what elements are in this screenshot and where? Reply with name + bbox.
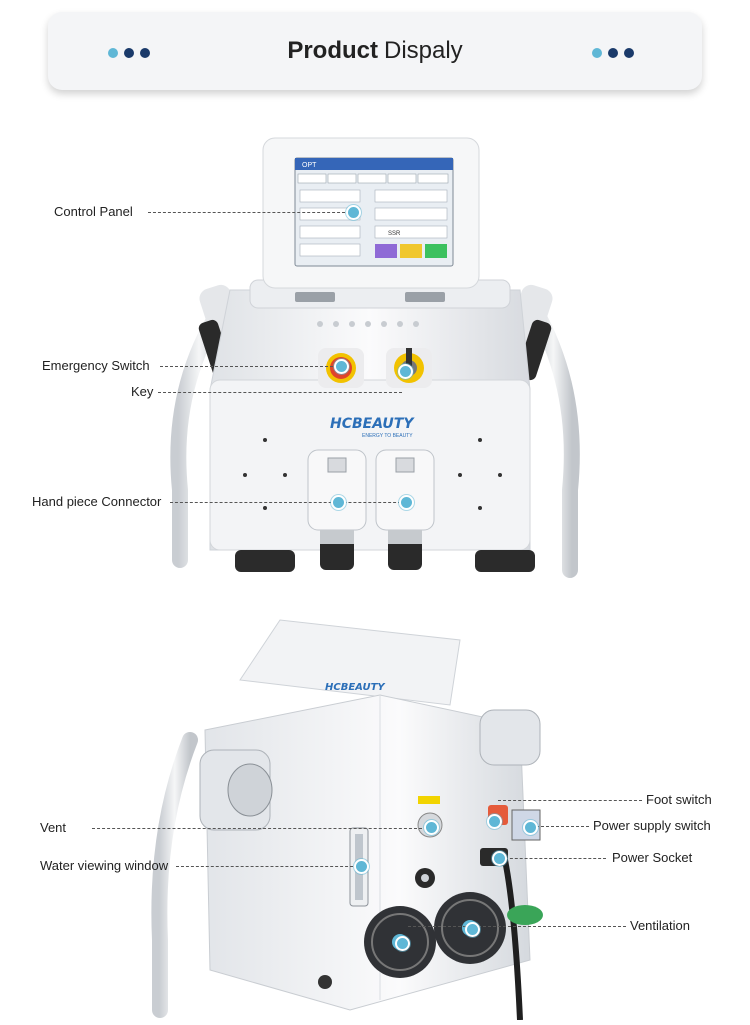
- callout-vent: Vent: [40, 820, 67, 835]
- callout-power-socket: Power Socket: [612, 850, 693, 865]
- hotspot-foot-switch[interactable]: [487, 814, 502, 829]
- callout-water-viewing-window: Water viewing window: [40, 858, 169, 873]
- leader-line: [536, 826, 589, 827]
- leader-line: [176, 866, 358, 867]
- back-machine-image: HCBEAUTY: [151, 619, 543, 1020]
- title-light: Dispaly: [383, 37, 463, 64]
- leader-line: [92, 828, 422, 829]
- hotspot-vent[interactable]: [424, 820, 439, 835]
- dot-icon: [624, 48, 634, 58]
- dot-icon: [124, 48, 134, 58]
- front-brand-slogan: ENERGY TO BEAUTY: [362, 433, 413, 439]
- hotspot-ventilation-right[interactable]: [465, 922, 480, 937]
- front-machine-image: OPT SSR HCBEAUTY ENERGY TO BEAUTY: [170, 137, 580, 578]
- dot-icon: [608, 48, 618, 58]
- callout-power-supply-switch: Power supply switch: [593, 818, 711, 833]
- hotspot-hand-piece-connector-left[interactable]: [331, 495, 346, 510]
- callout-ventilation: Ventilation: [630, 918, 690, 933]
- callout-key: Key: [131, 384, 154, 399]
- leader-line: [158, 392, 402, 393]
- hotspot-hand-piece-connector-right[interactable]: [399, 495, 414, 510]
- dot-icon: [108, 48, 118, 58]
- dot-icon: [592, 48, 602, 58]
- screen-ssr-button: SSR: [388, 231, 401, 237]
- decorative-dots-left: [108, 48, 150, 58]
- hotspot-emergency-switch[interactable]: [334, 359, 349, 374]
- leader-line: [160, 366, 338, 367]
- front-brand-logo: HCBEAUTY: [330, 416, 415, 432]
- leader-line: [498, 800, 642, 801]
- title-bold: Product: [287, 37, 378, 64]
- leader-line: [170, 502, 406, 503]
- callout-emergency-switch: Emergency Switch: [42, 358, 150, 373]
- hotspot-power-socket[interactable]: [492, 851, 507, 866]
- callout-foot-switch: Foot switch: [646, 792, 712, 807]
- leader-line: [408, 926, 626, 927]
- hotspot-power-supply-switch[interactable]: [523, 820, 538, 835]
- hotspot-ventilation-left[interactable]: [395, 936, 410, 951]
- callout-control-panel: Control Panel: [54, 204, 133, 219]
- hotspot-water-viewing-window[interactable]: [354, 859, 369, 874]
- hotspot-control-panel[interactable]: [346, 205, 361, 220]
- decorative-dots-right: [592, 48, 634, 58]
- leader-line: [148, 212, 350, 213]
- dot-icon: [140, 48, 150, 58]
- leader-line: [505, 858, 606, 859]
- hotspot-key[interactable]: [398, 364, 413, 379]
- callout-hand-piece-connector: Hand piece Connector: [32, 494, 162, 509]
- back-brand-logo: HCBEAUTY: [325, 682, 386, 693]
- screen-mode-label: OPT: [302, 162, 317, 169]
